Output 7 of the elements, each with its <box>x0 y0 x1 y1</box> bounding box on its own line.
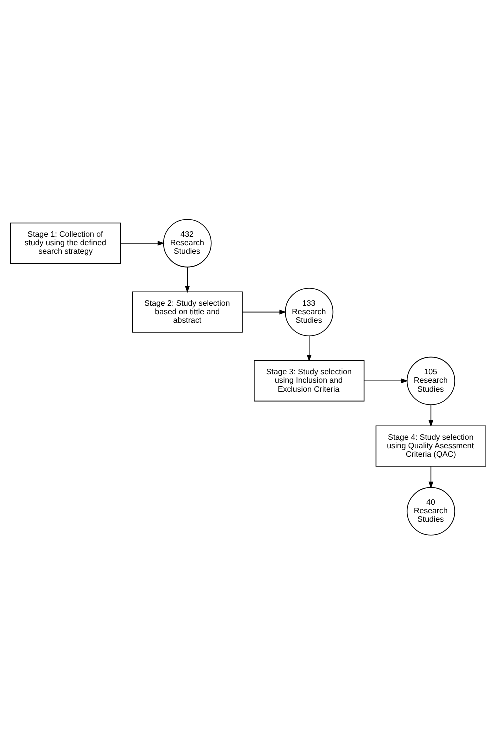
arrow <box>306 335 312 362</box>
arrow <box>120 240 165 246</box>
arrow <box>428 404 434 427</box>
arrow <box>242 309 287 314</box>
arrow <box>428 466 434 488</box>
arrow <box>185 266 190 293</box>
arrow <box>364 378 408 384</box>
